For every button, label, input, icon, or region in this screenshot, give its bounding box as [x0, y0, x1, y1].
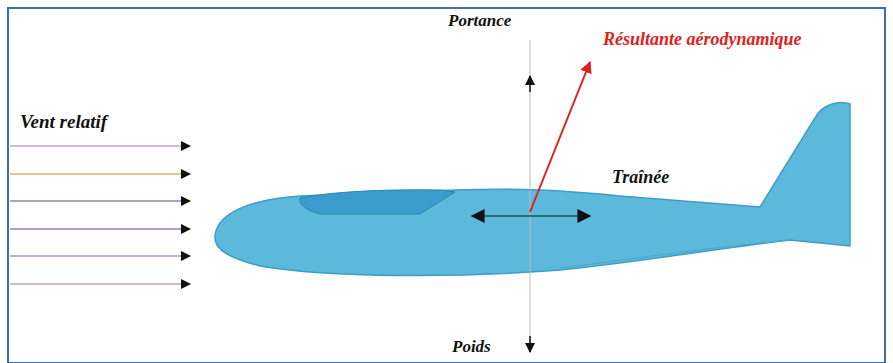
- wind-label: Vent relatif: [20, 112, 107, 133]
- force-vectors: [472, 40, 590, 352]
- frame-border: [8, 8, 885, 363]
- resultant-label: Résultante aérodynamique: [603, 30, 802, 50]
- relative-wind-lines: [10, 146, 190, 284]
- glider-body: [215, 103, 850, 276]
- drag-label: Traînée: [612, 168, 669, 188]
- lift-label: Portance: [448, 12, 511, 31]
- weight-label: Poids: [452, 338, 491, 357]
